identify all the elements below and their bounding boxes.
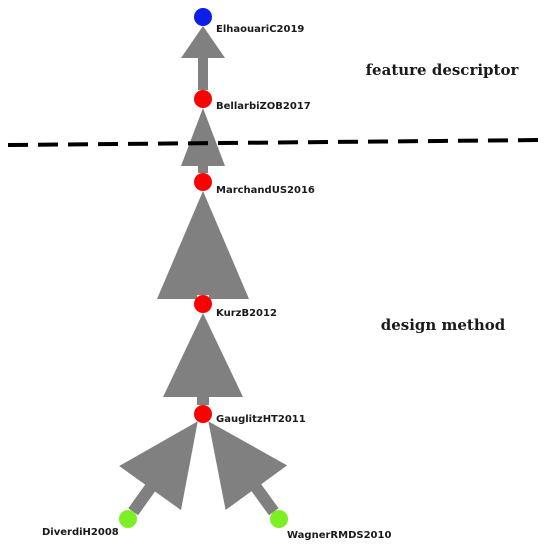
nodes-layer: ElhaouariC2019BellarbiZOB2017MarchandUS2…: [42, 8, 391, 541]
node-label-diverdih2008: DiverdiH2008: [42, 527, 119, 538]
edge-arrow-gauglitzht2011-to-kurzb2012: [163, 313, 243, 405]
edges-layer: [119, 26, 288, 516]
node-elhaouaric2019[interactable]: [194, 8, 212, 26]
node-bellarbizob2017[interactable]: [194, 90, 212, 108]
node-label-elhaouaric2019: ElhaouariC2019: [216, 24, 304, 35]
node-label-bellarbizob2017: BellarbiZOB2017: [216, 101, 311, 112]
edge-arrow-kurzb2012-to-marchandus2016: [157, 191, 249, 299]
node-wagnerrmds2010[interactable]: [270, 510, 288, 528]
node-gauglitzht2011[interactable]: [194, 405, 212, 423]
edge-arrow-wagnerrmds2010-to-gauglitzht2011: [208, 421, 288, 516]
node-label-gauglitzht2011: GauglitzHT2011: [216, 414, 306, 425]
divider-line: [7, 138, 543, 147]
node-marchandus2016[interactable]: [194, 173, 212, 191]
edge-arrow-bellarbizob2017-to-elhaouaric2019: [181, 26, 225, 90]
node-label-kurzb2012: KurzB2012: [216, 308, 277, 319]
node-label-marchandus2016: MarchandUS2016: [216, 185, 315, 196]
edge-arrow-marchandus2016-to-bellarbizob2017: [181, 108, 225, 173]
node-label-wagnerrmds2010: WagnerRMDS2010: [287, 530, 391, 541]
edge-arrow-diverdih2008-to-gauglitzht2011: [119, 421, 198, 516]
node-diverdih2008[interactable]: [119, 510, 137, 528]
node-kurzb2012[interactable]: [194, 295, 212, 313]
region-label-feature-descriptor: feature descriptor: [366, 61, 520, 79]
region-label-design-method: design method: [381, 316, 506, 334]
